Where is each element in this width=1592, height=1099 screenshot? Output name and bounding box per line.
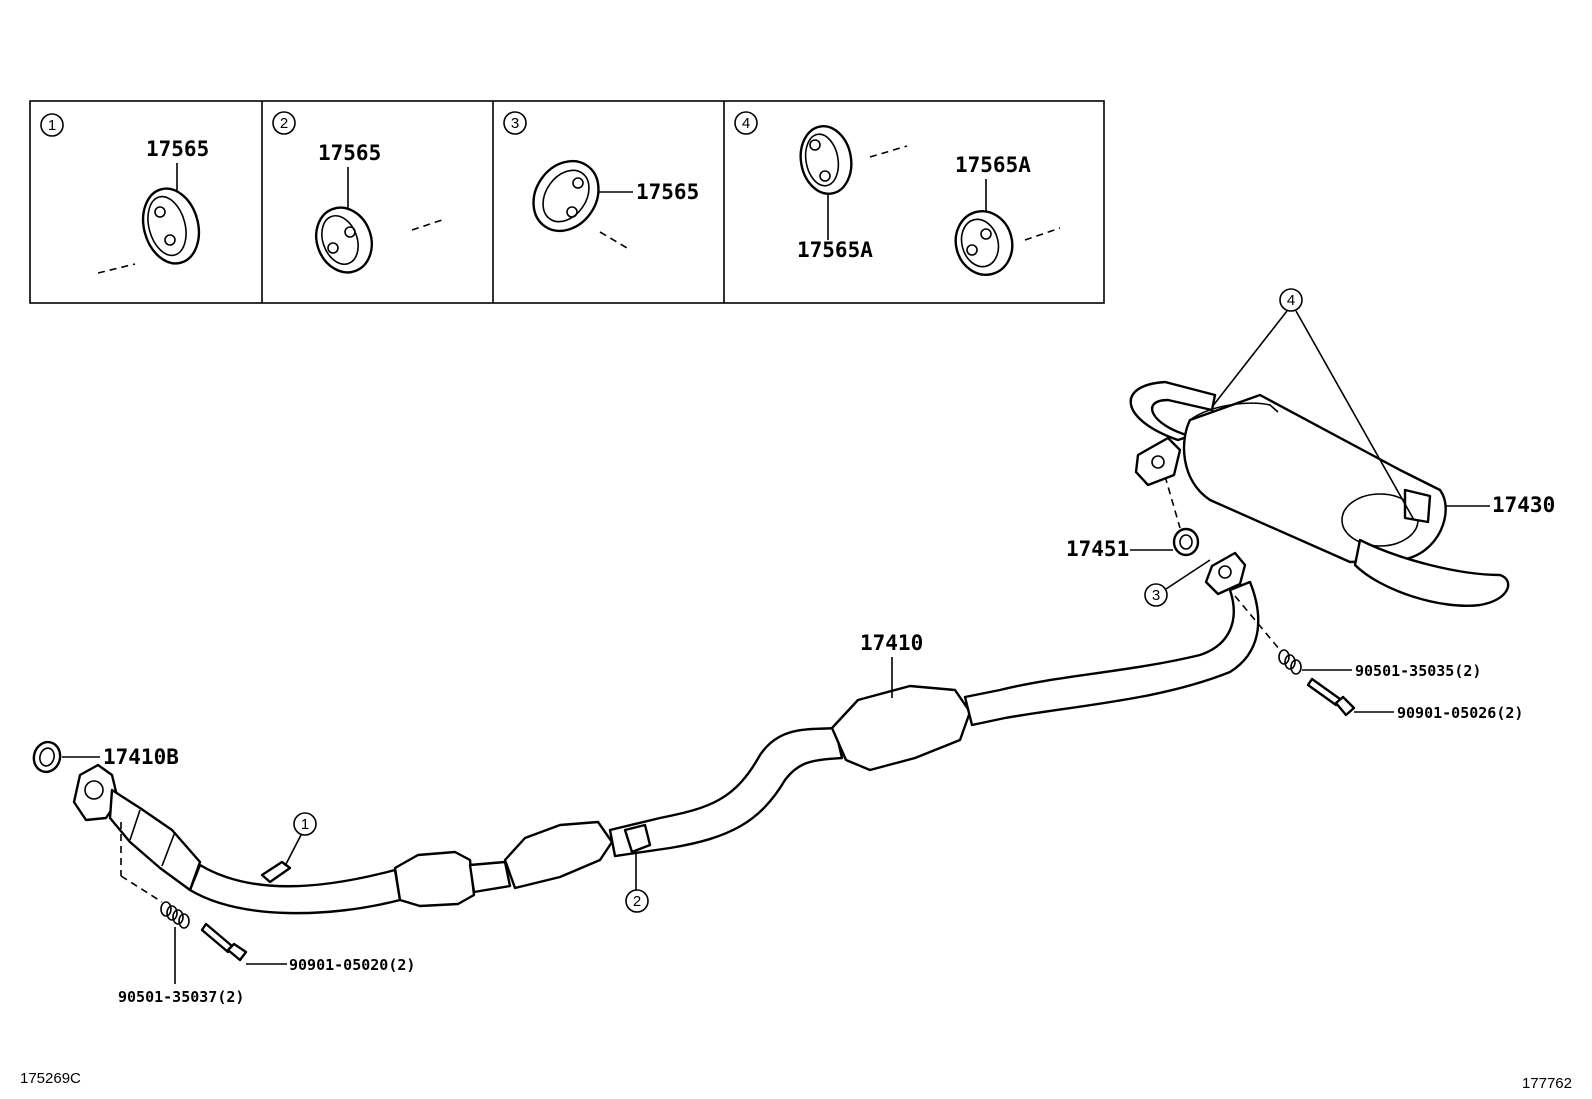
inset-part-label: 17565A [955,153,1031,177]
hanger-rubber-icon [532,159,600,233]
hanger-rubber-icon [315,206,373,274]
callout-circle [625,889,649,913]
callout-circle [293,812,317,836]
inset-number-circle [272,111,296,135]
part-label-90501-35035: 90501-35035(2) [1355,662,1481,680]
inset-number: 1 [48,117,56,134]
inset-part-label: 17565 [318,141,381,165]
callout-circle [1279,288,1303,312]
catalytic-converter [503,820,614,890]
inset-part-label: 17565 [146,137,209,161]
leader-line [1211,310,1288,408]
bolt-icon [1306,677,1356,717]
front-flange [72,763,202,892]
hanger-rubber-icon [799,125,853,195]
part-label-17451: 17451 [1066,537,1129,561]
inset-3: 3 17565 [503,111,699,249]
assembly-line [120,875,163,903]
hanger-rod [1024,227,1061,241]
inset-panel: 1 17565 2 17565 [29,100,1105,304]
inset-number-circle [734,111,758,135]
inset-part-label: 17565 [636,180,699,204]
part-label-90501-35037: 90501-35037(2) [118,988,244,1006]
diagram-code-right: 177762 [1522,1075,1572,1092]
inset-part-label: 17565A [797,238,873,262]
hanger-rod [97,263,136,274]
part-label-17410b: 17410B [103,745,179,769]
inset-number-circle [40,113,64,137]
front-exhaust-pipe [188,580,1260,915]
inset-number: 2 [280,115,288,132]
gasket-ring-icon [32,740,62,774]
leader-line [1295,310,1415,521]
part-label-17410: 17410 [860,631,923,655]
bolt-icon [200,922,248,962]
spring-icon [1278,649,1302,675]
leader-line [1165,559,1211,590]
inset-number-circle [503,111,527,135]
gasket-ring-icon [1172,527,1200,557]
callout-number: 3 [1152,587,1160,604]
inset-frame [29,100,1105,304]
rear-flange [1204,551,1247,596]
hanger-rod [869,145,908,158]
spring-icon [160,901,190,929]
part-label-17430: 17430 [1492,493,1555,517]
callout-circle [1144,583,1168,607]
hanger-rubber-icon [954,210,1014,276]
catalytic-converter [830,684,972,772]
tail-pipe-muffler [1129,380,1510,607]
callout-number: 1 [301,816,309,833]
catalytic-converter [393,850,476,908]
diagram-code-left: 175269C [20,1070,81,1087]
hanger-rod [411,218,446,231]
assembly-line [1164,475,1181,529]
callout-number: 4 [1287,292,1295,309]
hanger-rod [599,231,628,249]
inset-1: 1 17565 [40,113,209,274]
part-label-90901-05026: 90901-05026(2) [1397,704,1523,722]
inset-4: 4 17565A 17565A [734,111,1061,276]
inset-number: 3 [511,115,519,132]
inset-number: 4 [742,115,750,132]
callout-number: 2 [633,893,641,910]
leader-line [284,834,302,867]
inset-2: 2 17565 [272,111,446,274]
part-label-90901-05020: 90901-05020(2) [289,956,415,974]
hanger-rubber-icon [141,187,201,265]
